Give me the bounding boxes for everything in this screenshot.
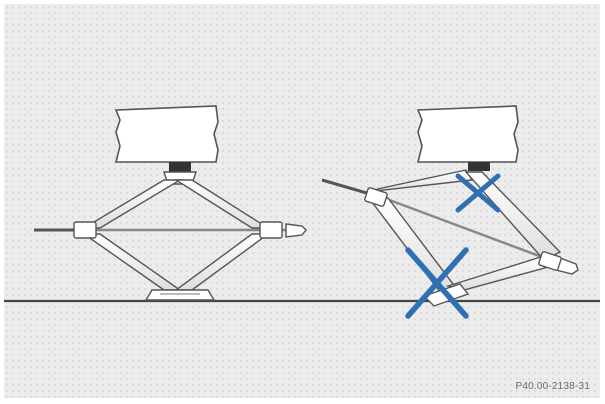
vehicle-block-left — [114, 105, 219, 163]
incorrect-mark-x-upper — [455, 173, 501, 213]
figure-frame: P40.00-2138-31 — [4, 4, 600, 398]
jack-diagram — [4, 105, 600, 319]
jack-incorrect — [321, 105, 579, 307]
incorrect-mark-x-lower — [405, 247, 469, 319]
figure-code-label: P40.00-2138-31 — [515, 381, 590, 392]
crank-nut-left — [285, 223, 307, 238]
jack-correct — [34, 105, 307, 301]
vehicle-block-right — [416, 105, 519, 163]
jack-foot-left — [144, 289, 216, 301]
jack-head-right — [468, 162, 490, 171]
jack-head-left — [169, 162, 191, 172]
